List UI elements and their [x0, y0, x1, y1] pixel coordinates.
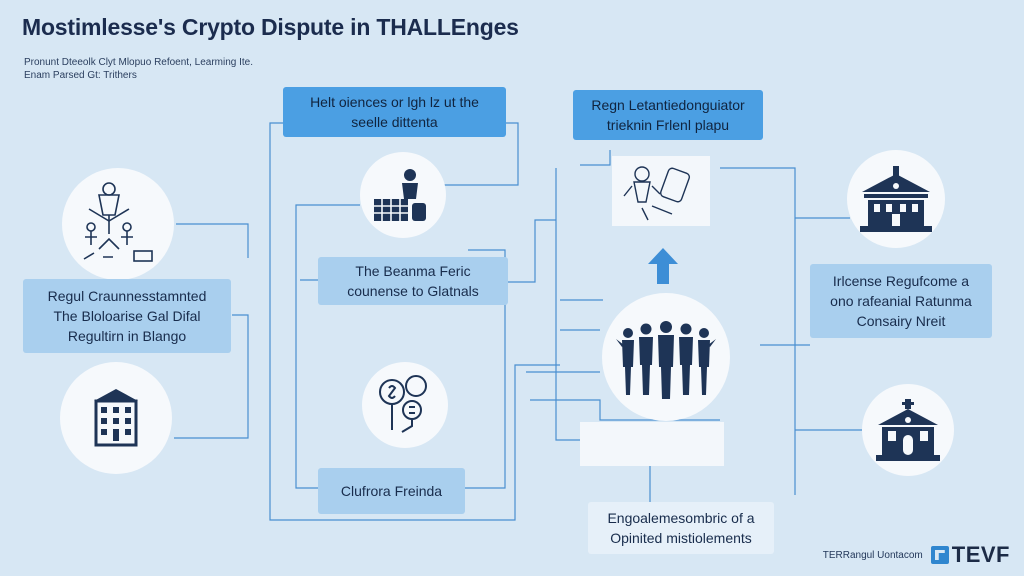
- top-center-box: Helt oiences or lgh lz ut the seelle dit…: [283, 87, 506, 137]
- top-right-box: Regn Letantiedonguiator trieknin Frlenl …: [573, 90, 763, 140]
- courthouse-icon: [876, 399, 940, 461]
- top-right-line-1: Regn Letantiedonguiator: [591, 97, 745, 113]
- page-subtitle: Pronunt Dteeolk Clyt Mlopuo Refoent, Lea…: [24, 56, 253, 82]
- coins-icon: [379, 375, 427, 433]
- right-main-line-1: Irlcense Regufcome a: [832, 273, 970, 289]
- left-bottom-circle: [60, 362, 172, 474]
- right-main-line-2: ono rafeanial Ratunma: [830, 293, 972, 309]
- mid-center-box: The Beanma Feric counense to Glatnals: [318, 257, 508, 305]
- figures-scales-icon: [83, 182, 153, 262]
- bottom-center-line-1: Clufrora Freinda: [340, 483, 443, 499]
- left-main-box: Regul Craunnesstamnted The Bloloarise Ga…: [23, 279, 231, 353]
- center-top-circle: [360, 152, 446, 238]
- top-center-line-2: seelle dittenta: [351, 114, 438, 130]
- mid-center-line-2: counense to Glatnals: [347, 283, 479, 299]
- left-top-circle: [62, 168, 174, 280]
- center-bottom-circle: [362, 362, 448, 448]
- right-main-box: Irlcense Regufcome a ono rafeanial Ratun…: [810, 264, 992, 338]
- up-arrow-icon: [648, 248, 678, 284]
- subtitle-line-1: Pronunt Dteeolk Clyt Mlopuo Refoent, Lea…: [24, 57, 254, 68]
- bottom-right-box: Engoalemesombric of a Opinited mistiolem…: [588, 502, 774, 554]
- right-center-circle: [602, 293, 730, 421]
- people-sketch-icon: [623, 166, 691, 221]
- crowd-icon: [616, 321, 716, 399]
- building-icon: [94, 389, 138, 447]
- right-main-line-3: Consairy Nreit: [856, 313, 946, 329]
- footer-credit: TERRangul Uontacom: [822, 549, 923, 561]
- left-main-line-1: Regul Craunnesstamnted: [47, 288, 207, 304]
- top-right-line-2: trieknin Frlenl plapu: [606, 117, 730, 133]
- footer-brand: TEVF: [930, 542, 1010, 568]
- bottom-paper: [580, 422, 724, 466]
- top-center-line-1: Helt oiences or lgh lz ut the: [310, 94, 479, 110]
- bottom-right-line-1: Engoalemesombric of a: [607, 510, 755, 526]
- right-bottom-circle: [862, 384, 954, 476]
- mid-center-line-1: The Beanma Feric: [355, 263, 471, 279]
- person-calculator-icon: [374, 169, 426, 221]
- left-main-line-3: Regultirn in Blango: [67, 328, 187, 344]
- left-main-line-2: The Bloloarise Gal Difal: [53, 308, 201, 324]
- footer: TERRangul Uontacom TEVF: [823, 542, 1010, 568]
- brand-logo-icon: [930, 546, 949, 564]
- footer-brand-text: TEVF: [951, 542, 1010, 567]
- page-title: Mostimlesse's Crypto Dispute in THALLEng…: [22, 14, 519, 40]
- bottom-center-box: Clufrora Freinda: [318, 468, 465, 514]
- right-top-circle: [847, 150, 945, 248]
- subtitle-line-2: Enam Parsed Gt: Trithers: [24, 70, 137, 81]
- bank-icon: [860, 166, 932, 232]
- sketch-paper: [612, 156, 710, 226]
- bottom-right-line-2: Opinited mistiolements: [610, 530, 752, 546]
